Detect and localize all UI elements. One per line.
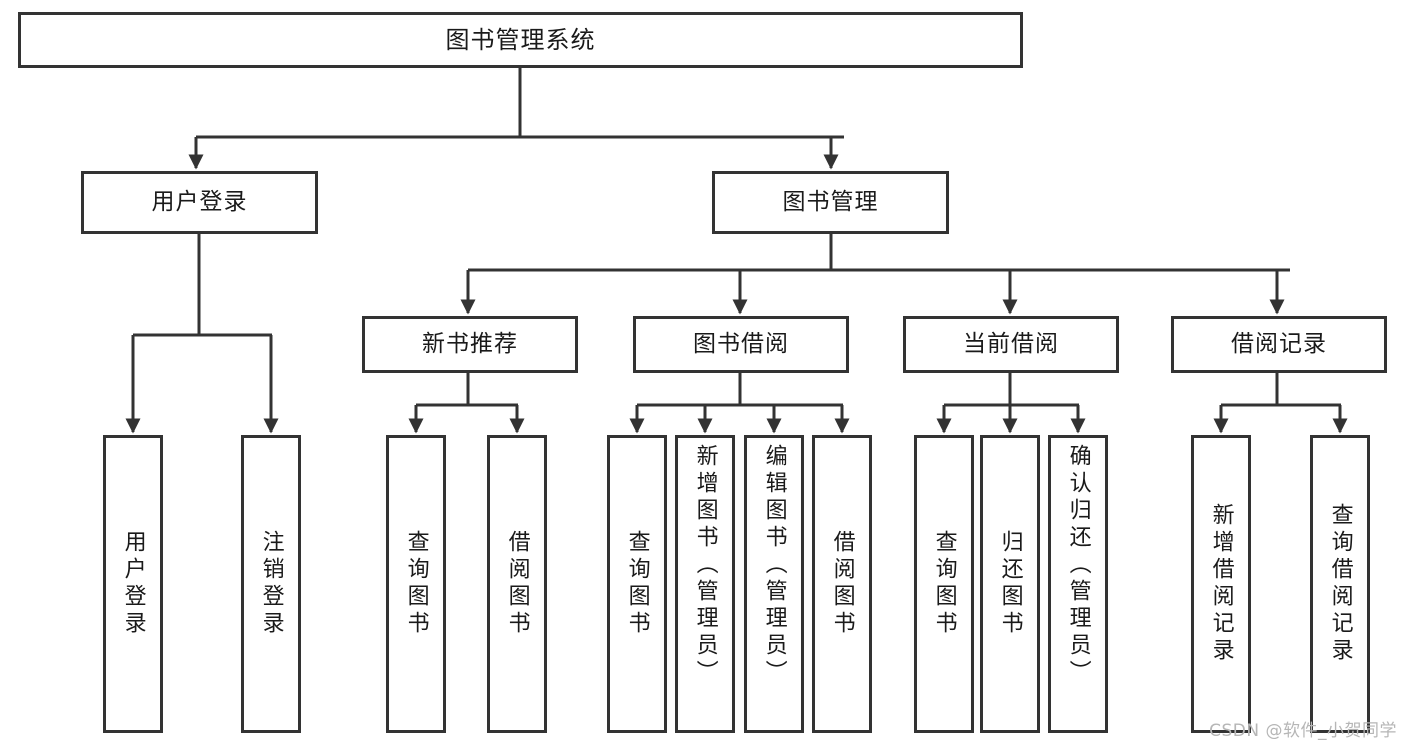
node-book-borrow[interactable]: 图书借阅 xyxy=(633,316,849,373)
leaf-book-borrow-borrow-book[interactable]: 借阅图书 xyxy=(812,435,872,733)
leaf-label: 归还图书 xyxy=(997,530,1023,638)
leaf-book-borrow-query-book[interactable]: 查询图书 xyxy=(607,435,667,733)
leaf-label: 查询借阅记录 xyxy=(1327,503,1353,665)
leaf-label: 借阅图书 xyxy=(829,530,855,638)
leaf-borrow-record-add-record[interactable]: 新增借阅记录 xyxy=(1191,435,1251,733)
node-book-manage-label: 图书管理 xyxy=(782,188,879,215)
leaf-label: 确认归还（管理员） xyxy=(1065,444,1091,687)
node-user-login[interactable]: 用户登录 xyxy=(81,171,318,234)
node-borrow-record-label: 借阅记录 xyxy=(1231,330,1327,357)
leaf-current-borrow-return-book[interactable]: 归还图书 xyxy=(980,435,1040,733)
leaf-borrow-record-query-record[interactable]: 查询借阅记录 xyxy=(1310,435,1370,733)
node-book-borrow-label: 图书借阅 xyxy=(693,330,789,357)
node-root[interactable]: 图书管理系统 xyxy=(18,12,1023,68)
node-root-label: 图书管理系统 xyxy=(445,25,596,54)
leaf-label: 查询图书 xyxy=(624,530,650,638)
node-borrow-record[interactable]: 借阅记录 xyxy=(1171,316,1387,373)
leaf-current-borrow-confirm-return[interactable]: 确认归还（管理员） xyxy=(1048,435,1108,733)
watermark: CSDN @软件_小贺同学 xyxy=(1209,721,1397,741)
leaf-book-borrow-add-book[interactable]: 新增图书（管理员） xyxy=(675,435,735,733)
leaf-book-borrow-edit-book[interactable]: 编辑图书（管理员） xyxy=(744,435,804,733)
leaf-new-book-borrow-book[interactable]: 借阅图书 xyxy=(487,435,547,733)
node-current-borrow-label: 当前借阅 xyxy=(963,330,1059,357)
leaf-label: 借阅图书 xyxy=(504,530,530,638)
leaf-user-login-login[interactable]: 用户登录 xyxy=(103,435,163,733)
node-book-manage[interactable]: 图书管理 xyxy=(712,171,949,234)
leaf-label: 注销登录 xyxy=(258,530,284,638)
leaf-new-book-query-book[interactable]: 查询图书 xyxy=(386,435,446,733)
leaf-label: 新增借阅记录 xyxy=(1208,503,1234,665)
leaf-user-login-logout[interactable]: 注销登录 xyxy=(241,435,301,733)
node-current-borrow[interactable]: 当前借阅 xyxy=(903,316,1119,373)
node-new-book-recommend[interactable]: 新书推荐 xyxy=(362,316,578,373)
leaf-label: 用户登录 xyxy=(120,530,146,638)
leaf-label: 新增图书（管理员） xyxy=(692,444,718,687)
leaf-label: 查询图书 xyxy=(931,530,957,638)
node-new-book-recommend-label: 新书推荐 xyxy=(422,330,518,357)
node-user-login-label: 用户登录 xyxy=(151,188,248,215)
leaf-label: 查询图书 xyxy=(403,530,429,638)
leaf-label: 编辑图书（管理员） xyxy=(761,444,787,687)
leaf-current-borrow-query-book[interactable]: 查询图书 xyxy=(914,435,974,733)
